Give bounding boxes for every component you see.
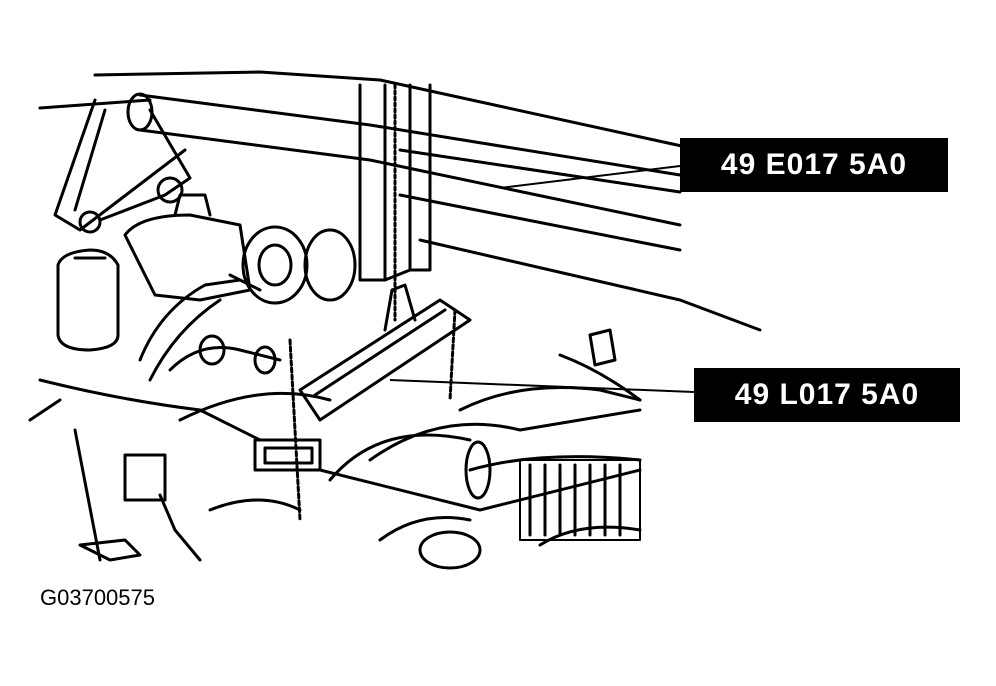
reservoir-bottle: [56, 248, 120, 352]
callout-label: 49 L017 5A0: [694, 368, 960, 422]
support-bar-bottom: [138, 128, 682, 227]
engine-support-bracket: [298, 298, 472, 422]
figure-id: G03700575: [40, 585, 155, 610]
brake-booster: [241, 225, 309, 305]
leader-line: [389, 379, 695, 393]
hanger-tool-post: [358, 83, 387, 282]
support-bar-top: [138, 93, 682, 177]
callout-label: 49 E017 5A0: [680, 138, 948, 192]
leader-line: [499, 165, 681, 189]
hood-edge-line: [93, 70, 702, 152]
